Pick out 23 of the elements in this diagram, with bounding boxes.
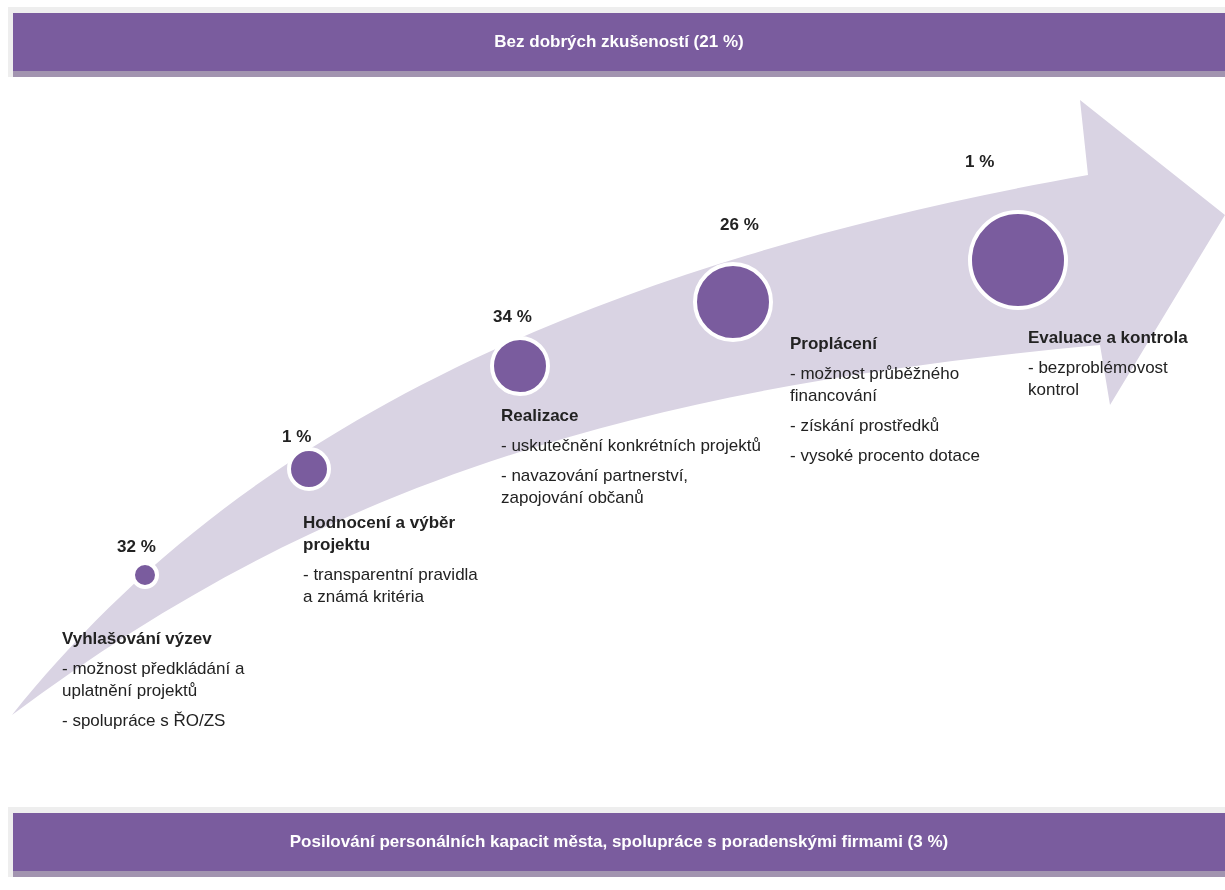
step-heading: Evaluace a kontrola: [1028, 327, 1189, 349]
step-bullet: - možnost průběžného financování: [790, 363, 961, 407]
step-bullet: - navazování partnerství, zapojování občanů: [501, 465, 690, 509]
banner-title: Posilování personálních kapacit města, spolupráce s poradenskými firmami (3 %): [289, 832, 949, 852]
step-heading: Realizace: [501, 405, 580, 427]
step-bullet: - možnost předkládání a uplatnění projektů: [62, 658, 246, 702]
step-bullet: - získání prostředků: [790, 415, 941, 437]
banner-title: Bez dobrých zkušeností (21 %): [494, 32, 744, 52]
banner-bar: [13, 813, 1225, 871]
step-bullet: - vysoké procento dotace: [790, 445, 981, 467]
step-bullet: - bezproblémovost kontrol: [1028, 357, 1169, 401]
percentage-label: 1 %: [965, 152, 995, 172]
step-bullet: - spolupráce s ŘO/ZS: [62, 710, 227, 732]
percentage-label: 32 %: [117, 537, 156, 557]
step-heading: Proplácení: [790, 333, 879, 355]
percentage-label: 1 %: [282, 427, 312, 447]
step-heading: Vyhlašování výzev: [62, 628, 213, 650]
step-bullet: - uskutečnění konkrétních projektů: [501, 435, 762, 457]
step-heading: Hodnocení a výběr projektu: [303, 512, 457, 556]
step-bullet: - transparentní pravidla a známá kritéria: [303, 564, 479, 608]
banner-bar: [13, 13, 1225, 71]
percentage-label: 26 %: [720, 215, 759, 235]
percentage-label: 34 %: [493, 307, 532, 327]
